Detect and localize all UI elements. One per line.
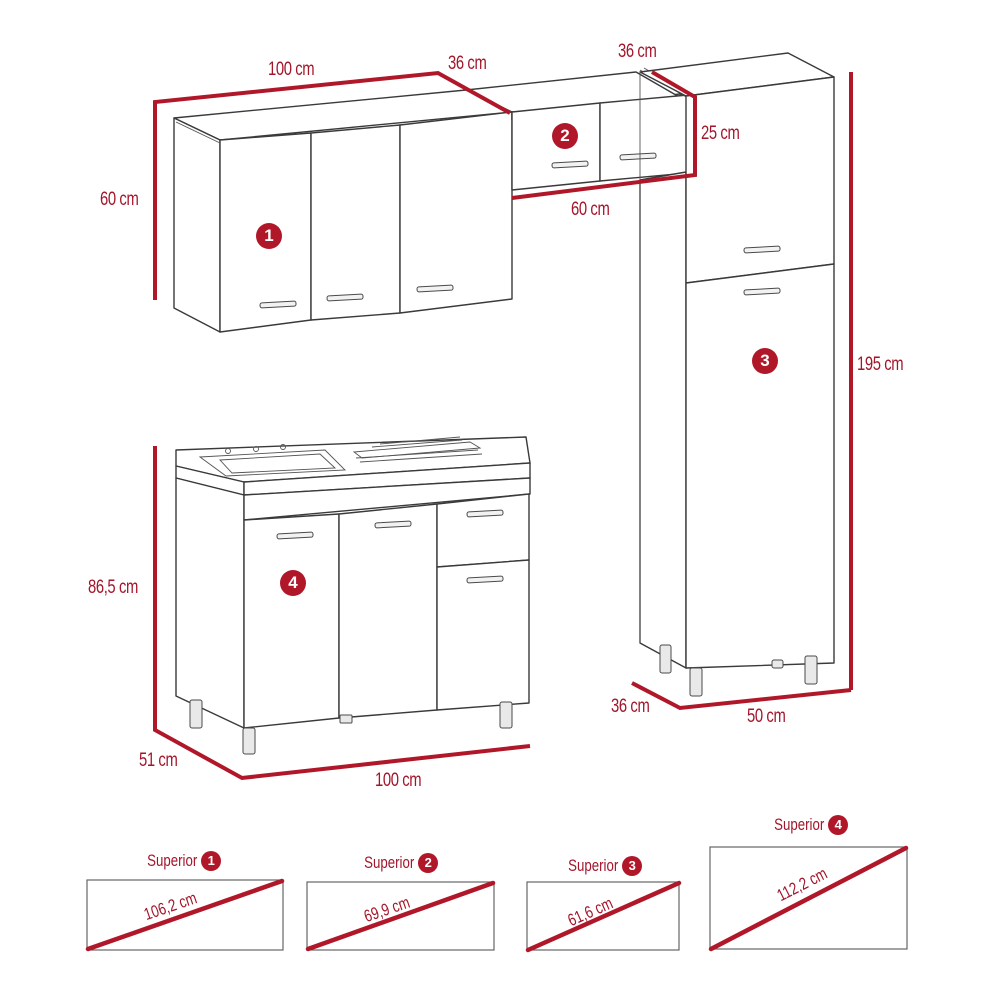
module-badge-1: 1 [256,223,282,249]
top-view-3 [525,880,682,953]
label-m2-width: 60 cm [571,199,610,220]
module-3-tall-cabinet [639,52,835,697]
label-m3-width: 50 cm [747,706,786,727]
module-1-upper-cabinet [173,89,513,333]
top-view-badge: 3 [622,856,643,876]
label-m2-depth: 36 cm [618,41,657,62]
top-view-badge: 2 [418,853,439,873]
top-view-badge: 4 [828,815,849,835]
label-m4-depth: 51 cm [139,750,178,771]
top-view-1-title: Superior 1 [133,851,222,871]
top-view-2-title: Superior 2 [350,853,439,873]
module-badge-2: 2 [552,123,578,149]
module-badge-4: 4 [280,570,306,596]
top-view-4-title: Superior 4 [760,815,849,835]
label-m1-height: 60 cm [100,189,139,210]
top-view-title-text: Superior [568,856,619,875]
label-m1-depth: 36 cm [448,53,487,74]
module-badge-3: 3 [752,348,778,374]
label-m4-width: 100 cm [375,770,422,791]
label-m2-height: 25 cm [701,123,740,144]
label-m3-height: 195 cm [857,354,904,375]
top-view-1 [85,878,285,952]
module-4-sink-cabinet [175,436,531,755]
top-view-title-text: Superior [147,851,198,870]
label-m4-height: 86,5 cm [88,577,138,598]
module-2-small-upper-cabinet [465,67,691,191]
top-view-badge: 1 [201,851,222,871]
top-view-title-text: Superior [774,815,825,834]
top-views [85,845,909,953]
top-view-title-text: Superior [364,853,415,872]
top-view-2 [305,880,496,952]
label-m3-depth: 36 cm [611,696,650,717]
top-view-4 [708,845,909,952]
dimension-lines [153,70,853,781]
top-view-3-title: Superior 3 [554,856,643,876]
label-m1-width: 100 cm [268,59,315,80]
